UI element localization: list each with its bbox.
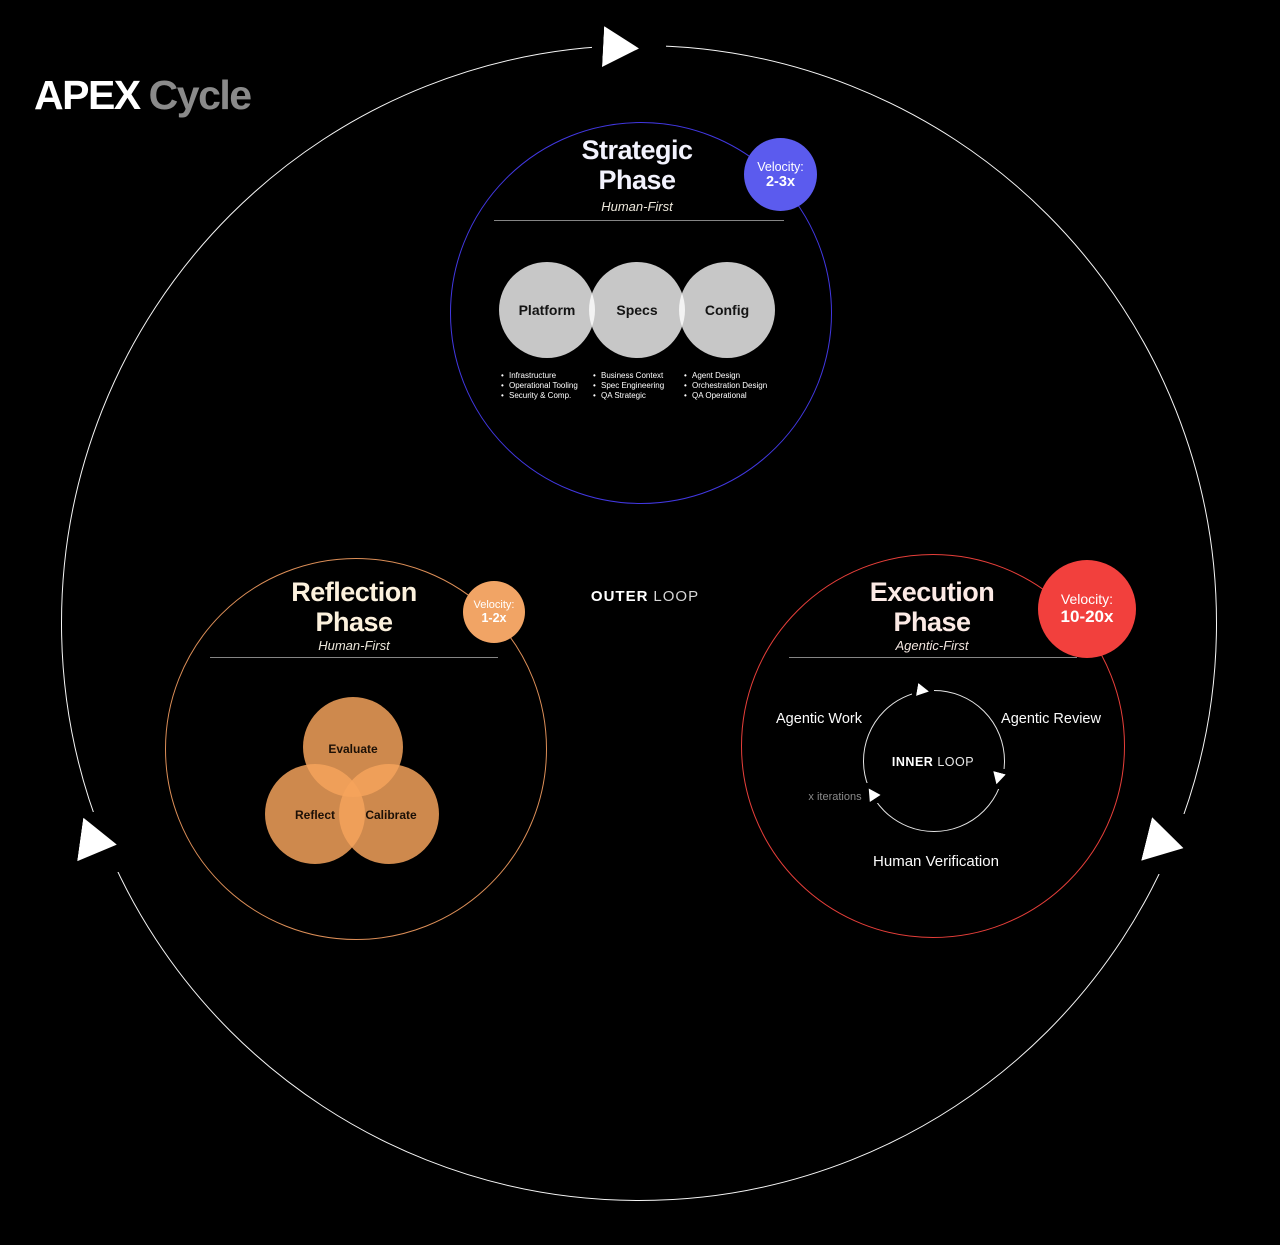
list-item: Security & Comp. (500, 391, 592, 401)
reflection-title-line2: Phase (315, 607, 393, 637)
execution-title-line1: Execution (869, 577, 995, 607)
outer-loop-label-light: LOOP (653, 588, 700, 605)
reflection-title-line1: Reflection (291, 577, 417, 607)
strategic-title-line1: Strategic (581, 135, 693, 165)
inner-loop-ring (863, 690, 1005, 832)
list-item: Spec Engineering (592, 381, 684, 391)
execution-phase-ring (741, 554, 1125, 938)
reflection-venn-reflect-label: Reflect (294, 808, 336, 822)
strategic-divider (494, 220, 784, 221)
reflection-divider (210, 657, 498, 658)
execution-velocity-value: 10-20x (1060, 607, 1114, 626)
execution-velocity-label: Velocity: (1060, 591, 1114, 607)
reflection-venn-calibrate-label: Calibrate (365, 808, 417, 822)
execution-velocity-badge: Velocity: 10-20x (1038, 560, 1136, 658)
page-title-primary: APEX (34, 72, 141, 118)
execution-title-line2: Phase (893, 607, 971, 637)
config-item-list: Agent Design Orchestration Design QA Ope… (683, 371, 789, 401)
list-item: QA Strategic (592, 391, 684, 401)
inner-loop-step-human-verification: Human Verification (873, 853, 999, 870)
strategic-phase-title: Strategic Phase (527, 135, 747, 195)
inner-loop-iterations-note: x iterations (808, 791, 862, 803)
list-item: Business Context (592, 371, 684, 381)
strategic-venn-config: Config (679, 262, 775, 358)
strategic-velocity-badge: Velocity: 2-3x (744, 138, 817, 211)
strategic-velocity-value: 2-3x (765, 173, 796, 190)
execution-phase-subtitle: Agentic-First (895, 638, 969, 653)
list-item: Agent Design (683, 371, 789, 381)
inner-loop-step-agentic-work: Agentic Work (776, 711, 862, 727)
strategic-venn-platform-label: Platform (518, 302, 576, 318)
execution-phase-title: Execution Phase (822, 577, 1042, 637)
list-item: Orchestration Design (683, 381, 789, 391)
reflection-velocity-value: 1-2x (481, 611, 507, 625)
reflection-phase-subtitle: Human-First (318, 638, 390, 653)
outer-loop-label-bold: OUTER (590, 588, 649, 605)
reflection-velocity-badge: Velocity: 1-2x (463, 581, 525, 643)
list-item: Infrastructure (500, 371, 592, 381)
execution-divider (789, 657, 1077, 658)
platform-item-list: Infrastructure Operational Tooling Secur… (500, 371, 592, 401)
inner-loop-label-bold: INNER (891, 755, 934, 769)
list-item: QA Operational (683, 391, 789, 401)
reflection-venn-evaluate-label: Evaluate (328, 742, 378, 756)
inner-loop-step-agentic-review: Agentic Review (1001, 711, 1101, 727)
page-title-secondary: Cycle (148, 72, 252, 118)
reflection-velocity-label: Velocity: (473, 599, 515, 611)
strategic-title-line2: Phase (598, 165, 676, 195)
strategic-venn-specs: Specs (589, 262, 685, 358)
strategic-venn-platform: Platform (499, 262, 595, 358)
reflection-venn-calibrate (339, 764, 439, 864)
specs-item-list: Business Context Spec Engineering QA Str… (592, 371, 684, 401)
reflection-phase-title: Reflection Phase (244, 577, 464, 637)
list-item: Operational Tooling (500, 381, 592, 391)
strategic-phase-subtitle: Human-First (601, 199, 673, 214)
reflection-phase-ring (165, 558, 547, 940)
inner-loop-label-light: LOOP (937, 755, 975, 769)
strategic-velocity-label: Velocity: (757, 159, 804, 174)
strategic-venn-config-label: Config (704, 302, 750, 318)
strategic-phase-ring (450, 122, 832, 504)
strategic-venn-specs-label: Specs (616, 302, 658, 318)
